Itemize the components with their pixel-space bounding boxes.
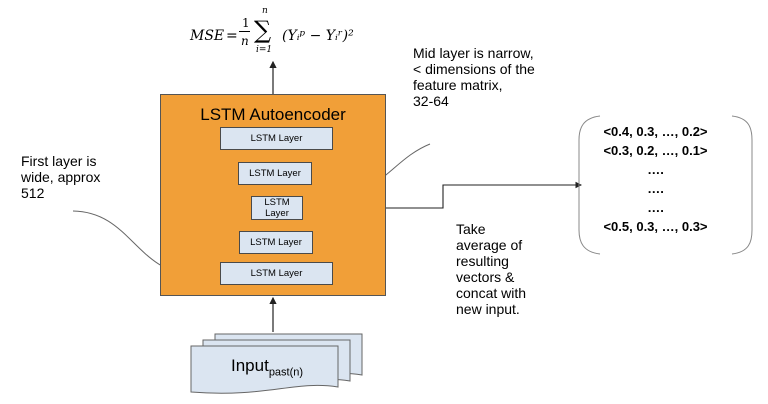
- formula-sum-upper: n: [262, 6, 268, 16]
- note-line: wide, approx: [21, 169, 101, 185]
- note-line: concat with: [456, 285, 527, 301]
- left-paren: [578, 115, 601, 255]
- note-line: average of: [456, 237, 523, 253]
- vector-row: ….: [647, 181, 664, 196]
- first-layer-note: First layer is wide, approx 512: [21, 153, 100, 201]
- vector-row: <0.5, 0.3, …, 0.3>: [603, 219, 708, 234]
- formula-equals: =: [226, 28, 238, 44]
- note-line: feature matrix,: [413, 77, 503, 93]
- note-line: First layer is: [21, 153, 97, 169]
- lstm-layer-1: LSTM Layer: [220, 127, 333, 150]
- vector-row: <0.4, 0.3, …, 0.2>: [603, 124, 708, 139]
- note-line: Mid layer is narrow,: [413, 45, 534, 61]
- vector-row: ….: [647, 200, 664, 215]
- formula-term: (Yᵢᵖ − Yᵢʳ)²: [282, 28, 354, 44]
- vector-list: <0.4, 0.3, …, 0.2> <0.3, 0.2, …, 0.1> ….…: [583, 122, 728, 236]
- right-paren: [731, 115, 753, 255]
- vector-row: ….: [647, 162, 664, 177]
- lstm-layer-4: LSTM Layer: [239, 231, 313, 254]
- average-note: Take average of resulting vectors & conc…: [456, 221, 526, 317]
- formula-sum-lower: i=1: [256, 45, 273, 55]
- note-line: 512: [21, 185, 45, 201]
- lstm-layer-5: LSTM Layer: [220, 262, 333, 285]
- mid-layer-note: Mid layer is narrow, < dimensions of the…: [413, 45, 535, 109]
- input-label: Inputpast(n): [231, 356, 303, 378]
- note-line: vectors &: [456, 269, 515, 285]
- formula-sum-sign: ∑: [254, 16, 272, 44]
- lstm-layer-2: LSTM Layer: [238, 162, 312, 185]
- autoencoder-title: LSTM Autoencoder: [200, 105, 346, 124]
- formula-denominator: n: [241, 34, 249, 48]
- formula-fraction-bar: [239, 31, 250, 32]
- input-label-subscript: past(n): [268, 366, 304, 379]
- note-line: new input.: [456, 301, 520, 317]
- input-label-main: Input: [231, 356, 269, 375]
- note-line: 32-64: [413, 93, 449, 109]
- formula-numerator: 1: [242, 16, 250, 30]
- lstm-layer-3-mid: LSTM Layer: [251, 196, 303, 220]
- input-document-stack: [190, 333, 363, 394]
- note-line: Take: [456, 221, 486, 237]
- mse-formula: MSE = 1 n n ∑ i=1 (Yᵢᵖ − Yᵢʳ)²: [190, 6, 390, 55]
- lstm-autoencoder-box: LSTM Autoencoder LSTM Layer LSTM Layer L…: [160, 94, 386, 296]
- formula-lhs: MSE: [190, 28, 225, 44]
- note-line: < dimensions of the: [413, 61, 535, 77]
- note-line: resulting: [456, 253, 509, 269]
- vector-row: <0.3, 0.2, …, 0.1>: [603, 143, 708, 158]
